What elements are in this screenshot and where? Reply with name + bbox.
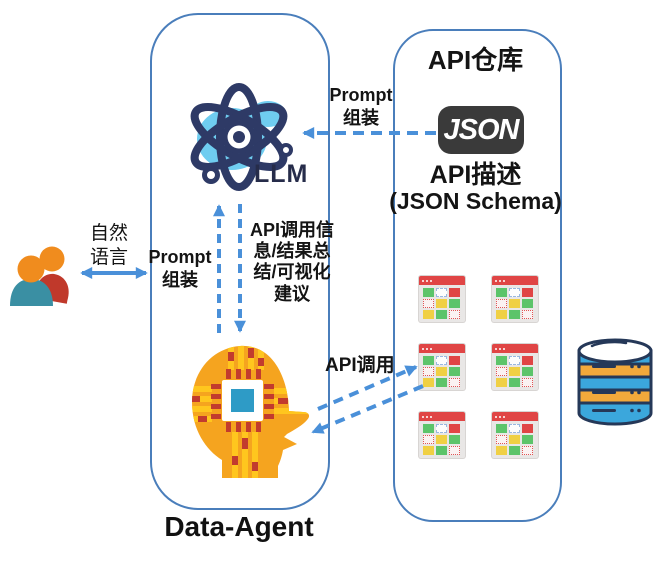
prompt-top-line2: 组装	[343, 107, 379, 128]
api-description-line2: (JSON Schema)	[389, 188, 562, 214]
table-cell-green	[522, 435, 533, 444]
json-badge-label: JSON	[443, 113, 520, 146]
api-table-icon	[492, 276, 538, 322]
api-table-icon	[492, 344, 538, 390]
table-cell-green	[449, 367, 460, 376]
table-cell-yellow	[423, 310, 434, 319]
data-agent-caption: Data-Agent	[164, 511, 314, 542]
table-header-bar	[419, 344, 465, 353]
prompt-assembly-label: Prompt 组装	[146, 246, 214, 291]
table-cell-yellow	[496, 446, 507, 455]
table-cell-yellow	[436, 435, 447, 444]
prompt-assembly-line2: 组装	[162, 269, 198, 290]
table-cell-green	[522, 299, 533, 308]
table-header-bar	[492, 344, 538, 353]
table-header-bar	[419, 276, 465, 285]
table-cell-dot-blue	[436, 356, 447, 365]
table-cell-dot-red	[522, 310, 533, 319]
table-cell-red	[449, 288, 460, 297]
table-cell-yellow	[436, 367, 447, 376]
table-cell-red	[522, 356, 533, 365]
api-repo-title: API仓库	[427, 45, 524, 75]
table-cell-dot-blue	[436, 288, 447, 297]
table-cell-dot-red	[522, 446, 533, 455]
table-cell-yellow	[509, 367, 520, 376]
table-cell-green	[509, 310, 520, 319]
table-cell-green	[522, 367, 533, 376]
table-cell-dot-red	[423, 299, 434, 308]
table-cell-green	[496, 288, 507, 297]
table-cell-green	[436, 446, 447, 455]
table-cell-dot-red	[449, 446, 460, 455]
table-header-bar	[492, 276, 538, 285]
table-cell-red	[522, 288, 533, 297]
table-cell-dot-red	[496, 435, 507, 444]
table-header-bar	[419, 412, 465, 421]
head-chip-icon	[192, 345, 310, 478]
table-cell-yellow	[436, 299, 447, 308]
table-cell-yellow	[496, 310, 507, 319]
table-cell-yellow	[496, 378, 507, 387]
table-cell-dot-red	[423, 367, 434, 376]
llm-output-label: API调用信息/结果总结/可视化建议	[249, 220, 334, 304]
table-cell-green	[449, 435, 460, 444]
data-agent-container	[150, 13, 330, 510]
api-call-label: API调用	[325, 355, 395, 376]
table-cell-red	[449, 356, 460, 365]
table-cell-green	[509, 446, 520, 455]
api-description-line1: API描述	[429, 161, 522, 189]
table-cell-dot-blue	[509, 288, 520, 297]
table-cell-green	[423, 288, 434, 297]
table-cell-dot-red	[496, 299, 507, 308]
table-header-bar	[492, 412, 538, 421]
table-cell-green	[423, 356, 434, 365]
database-icon	[577, 338, 653, 426]
two-users-icon	[10, 246, 69, 306]
table-cell-green	[449, 299, 460, 308]
table-cell-dot-red	[449, 378, 460, 387]
table-cell-green	[436, 378, 447, 387]
json-badge: JSON	[438, 106, 524, 154]
table-cell-red	[449, 424, 460, 433]
table-cell-green	[496, 356, 507, 365]
table-cell-dot-red	[496, 367, 507, 376]
table-cell-green	[509, 378, 520, 387]
table-cell-green	[436, 310, 447, 319]
table-cell-yellow	[423, 378, 434, 387]
prompt-assembly-top-label: Prompt 组装	[327, 84, 395, 129]
prompt-top-line1: Prompt	[329, 85, 393, 105]
api-table-icon	[419, 344, 465, 390]
atom-icon	[190, 83, 293, 191]
table-cell-green	[496, 424, 507, 433]
api-table-grid	[419, 276, 538, 458]
table-cell-dot-blue	[509, 356, 520, 365]
table-cell-dot-red	[522, 378, 533, 387]
table-cell-dot-blue	[509, 424, 520, 433]
table-cell-dot-red	[423, 435, 434, 444]
prompt-assembly-line1: Prompt	[148, 247, 212, 267]
api-table-icon	[419, 276, 465, 322]
llm-label: LLM	[254, 160, 309, 188]
table-cell-green	[423, 424, 434, 433]
api-table-icon	[419, 412, 465, 458]
table-cell-yellow	[509, 299, 520, 308]
table-cell-yellow	[423, 446, 434, 455]
table-cell-dot-red	[449, 310, 460, 319]
natural-language-label: 自然语言	[89, 223, 128, 269]
api-table-icon	[492, 412, 538, 458]
table-cell-yellow	[509, 435, 520, 444]
table-cell-dot-blue	[436, 424, 447, 433]
api-repo-container	[393, 29, 562, 522]
table-cell-red	[522, 424, 533, 433]
